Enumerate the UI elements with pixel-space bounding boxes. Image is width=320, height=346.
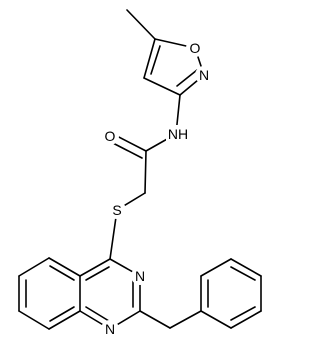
carbonyl-oxygen-label: O [105, 128, 116, 144]
bond-n2-c3-double [176, 69, 198, 87]
isoxazole-nitrogen-atom: N [195, 66, 213, 84]
bond-ph-3 [230, 258, 262, 277]
isoxazole-nitrogen-label: N [199, 67, 209, 83]
bond-c8-c8a [48, 310, 81, 330]
bond-c2-ch2 [139, 310, 171, 329]
bond-c4a-c4-double [85, 266, 110, 281]
bond-ph-6 [200, 310, 232, 329]
thioether-sulfur-atom: S [108, 201, 126, 219]
bond-ph-5-double [230, 306, 256, 321]
bond-co-ch2 [144, 150, 147, 194]
atom-label-layer: O N NH O S N N [101, 39, 213, 338]
isoxazole-oxygen-atom: O [186, 39, 204, 57]
quinazoline-n3-label: N [135, 268, 145, 284]
quinazoline-n1-atom: N [101, 320, 119, 338]
chemical-structure-diagram: O N NH O S N N [18, 9, 262, 338]
bond-c4a-c4 [79, 258, 111, 277]
bond-c3-c4 [143, 77, 181, 96]
bond-c4-c5 [143, 38, 156, 79]
quinazoline-n3-atom: N [131, 267, 149, 285]
carbonyl-oxygen-atom: O [101, 127, 119, 145]
isoxazole-oxygen-label: O [190, 40, 201, 56]
bond-ch2-ph [169, 310, 202, 329]
bond-ph-2 [200, 258, 232, 277]
bond-ph-3-double [230, 266, 256, 281]
thioether-sulfur-label: S [112, 202, 121, 218]
bond-methyl [126, 9, 156, 40]
bond-ph-5 [230, 310, 262, 329]
quinazoline-n1-label: N [105, 321, 115, 337]
amide-nitrogen-atom: NH [166, 125, 190, 143]
bond-c5-c6 [18, 257, 50, 277]
amide-nitrogen-label: NH [168, 126, 188, 142]
bond-c4a-c5-double [49, 265, 75, 281]
bond-c4a-c5 [48, 257, 81, 277]
bond-c4-c5-double [150, 45, 161, 75]
bond-n1-c8a-double [85, 306, 110, 322]
bond-c8-c8a-double [49, 306, 75, 322]
bond-c7-c8 [18, 310, 50, 330]
